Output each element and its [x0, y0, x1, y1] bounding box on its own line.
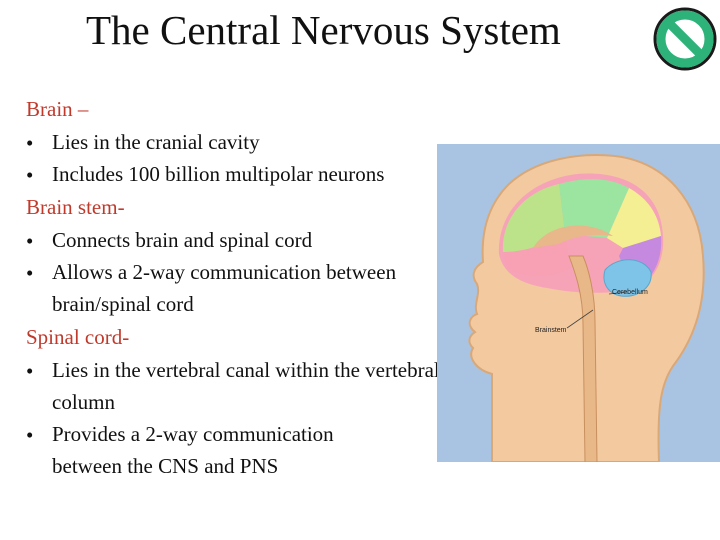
- bullet-marker: •: [26, 359, 34, 383]
- bullet-item: • Provides a 2-way communication between…: [26, 418, 402, 482]
- section-heading-brain-stem: Brain stem-: [26, 195, 125, 219]
- brainstem-spinal-cord: [568, 255, 598, 462]
- bullet-text: Connects brain and spinal cord: [52, 228, 313, 252]
- slide-body: Brain – • Lies in the cranial cavity • I…: [26, 92, 446, 482]
- bullet-text: Lies in the cranial cavity: [52, 130, 260, 154]
- corpus-callosum: [533, 225, 613, 248]
- cerebellum-shape: [603, 259, 652, 297]
- bullet-item: • Lies in the cranial cavity: [26, 126, 446, 158]
- bullet-marker: •: [26, 131, 34, 155]
- bullet-item: • Includes 100 billion multipolar neuron…: [26, 158, 446, 190]
- bullet-item: • Allows a 2-way communication between b…: [26, 256, 402, 320]
- section-heading-brain: Brain –: [26, 97, 89, 121]
- prohibition-sign-icon: [653, 7, 717, 71]
- bullet-text: Provides a 2-way communication between t…: [52, 422, 334, 478]
- cerebellum-leader: [608, 291, 628, 295]
- cerebellum-label: Cerebellum: [612, 289, 648, 296]
- bullet-marker: •: [26, 423, 34, 447]
- brain-anatomy-illustration: Cerebellum Brainstem: [437, 144, 720, 462]
- brainstem-label: Brainstem: [535, 327, 567, 334]
- section-heading-spinal-cord: Spinal cord-: [26, 325, 130, 349]
- occipital-upper-lobe: [607, 188, 661, 248]
- slide-title: The Central Nervous System: [86, 7, 561, 53]
- bullet-text: Includes 100 billion multipolar neurons: [52, 162, 385, 186]
- bullet-marker: •: [26, 261, 34, 285]
- parietal-lobe: [559, 179, 629, 238]
- bullet-marker: •: [26, 229, 34, 253]
- bullet-item: • Connects brain and spinal cord: [26, 224, 446, 256]
- bullet-text: Allows a 2-way communication between bra…: [52, 260, 397, 316]
- bullet-item: • Lies in the vertebral canal within the…: [26, 354, 442, 418]
- bullet-marker: •: [26, 163, 34, 187]
- brainstem-leader: [566, 309, 594, 329]
- bullet-text: Lies in the vertebral canal within the v…: [52, 358, 440, 414]
